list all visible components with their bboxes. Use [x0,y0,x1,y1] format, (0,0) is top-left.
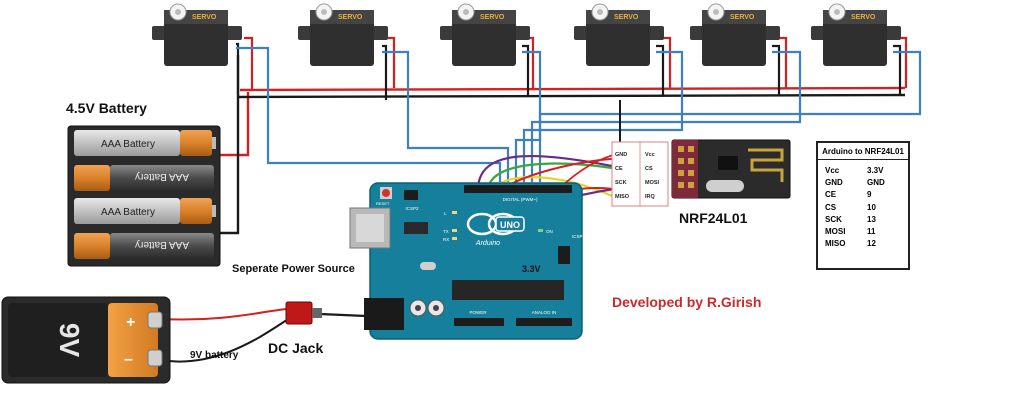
separate-power-label: Seperate Power Source [232,263,355,275]
aaa-label: AAA Battery [101,139,155,150]
pin-name: SCK [825,214,842,224]
servo-label: SERVO [192,14,217,21]
nrf-pin-mosi: MOSI [645,180,660,186]
developer-credit: Developed by R.Girish [612,294,762,310]
table-row: CS 10 [818,202,908,214]
arduino-brand: Arduino [475,240,500,247]
on-led-label: ON [546,229,553,234]
pin-table-title: Arduino to NRF24L01 [818,143,908,160]
pin-name: MISO [825,239,846,249]
power-label: POWER [469,310,487,315]
aaa-cell: AAA Battery [74,165,214,191]
aaa-label: AAA Battery [135,239,189,250]
l-led-label: L [444,211,447,216]
nrf-pin-miso: MISO [615,194,630,200]
nrf24l01-module [671,139,791,199]
plus-sign: + [126,314,135,331]
servo-motor: SERVO [152,3,242,66]
table-row: CE 9 [818,189,908,201]
pin-value: 9 [867,190,872,200]
tx-label: TX [443,229,449,234]
servo-motor: SERVO [298,3,388,66]
pin-name: MOSI [825,226,846,236]
pin-value: 10 [867,202,876,212]
servo-motor: SERVO [811,3,901,66]
icsp1-label: ICSP [572,234,583,239]
table-row: MISO 12 [818,238,908,250]
servo-row: SERVO SERVO SERVO SERVO [152,3,901,66]
pin-value: 13 [867,214,876,224]
table-row: MOSI 11 [818,226,908,238]
minus-sign: – [124,351,133,368]
uno-label: UNO [500,220,520,230]
servo-label: SERVO [851,14,876,21]
digital-label: DIGITAL (PWM~) [503,197,538,202]
table-row: GND GND [818,177,908,189]
pin-value: 3.3V [867,166,884,175]
aaa-cell: AAA Battery [74,198,216,224]
nine-volt-marking: 9V [54,323,85,358]
pin-name: CS [825,202,837,212]
battery-9v: + – 9V [1,296,171,384]
pin-mapping-table: Arduino to NRF24L01 Vcc 3.3V GND GND CE 9 C… [816,141,910,270]
nrf-pin-vcc: Vcc [645,152,655,158]
nrf-module-label: NRF24L01 [679,210,748,226]
nrf-pin-irq: IRQ [645,194,656,200]
voltage-3v3-label: 3.3V [522,264,541,274]
reset-label: RESET [376,201,390,206]
servo-motor: SERVO [574,3,664,66]
nine-volt-label: 9V battery [190,350,239,361]
pin-name: Vcc [825,166,840,175]
battery-pack-4v5: AAA Battery AAA Battery AAA Battery AAA … [67,125,221,267]
aaa-label: AAA Battery [135,171,189,182]
dc-jack-plug [285,301,322,325]
servo-label: SERVO [338,14,363,21]
battery-pack-label: 4.5V Battery [66,100,147,116]
rx-label: RX [443,237,449,242]
pin-name: GND [825,178,843,188]
nrf-pin-cs: CS [645,166,653,172]
pin-value: GND [867,178,885,188]
aaa-cell: AAA Battery [74,130,216,156]
analog-label: ANALOG IN [532,310,557,315]
aaa-label: AAA Battery [101,207,155,218]
nrf-pin-label-box: GND CE SCK MISO Vcc CS MOSI IRQ [611,141,669,207]
aaa-cell: AAA Battery [74,233,214,259]
servo-motor: SERVO [440,3,530,66]
nrf-pin-sck: SCK [615,180,627,186]
pin-value: 12 [867,239,876,249]
servo-label: SERVO [730,14,755,21]
nrf-pin-ce: CE [615,166,623,172]
servo-label: SERVO [614,14,639,21]
servo-label: SERVO [480,14,505,21]
servo-motor: SERVO [690,3,780,66]
pin-name: CE [825,190,837,200]
table-row: Vcc 3.3V [818,165,908,177]
table-row: SCK 13 [818,214,908,226]
pin-value: 11 [867,226,876,236]
dc-jack-label: DC Jack [268,340,324,356]
icsp2-label: ICSP2 [405,206,419,211]
arduino-uno-board: RESET DIGITAL (PWM~) ICSP2 UNO Arduino L… [349,182,583,340]
nrf-pin-gnd: GND [615,152,627,158]
